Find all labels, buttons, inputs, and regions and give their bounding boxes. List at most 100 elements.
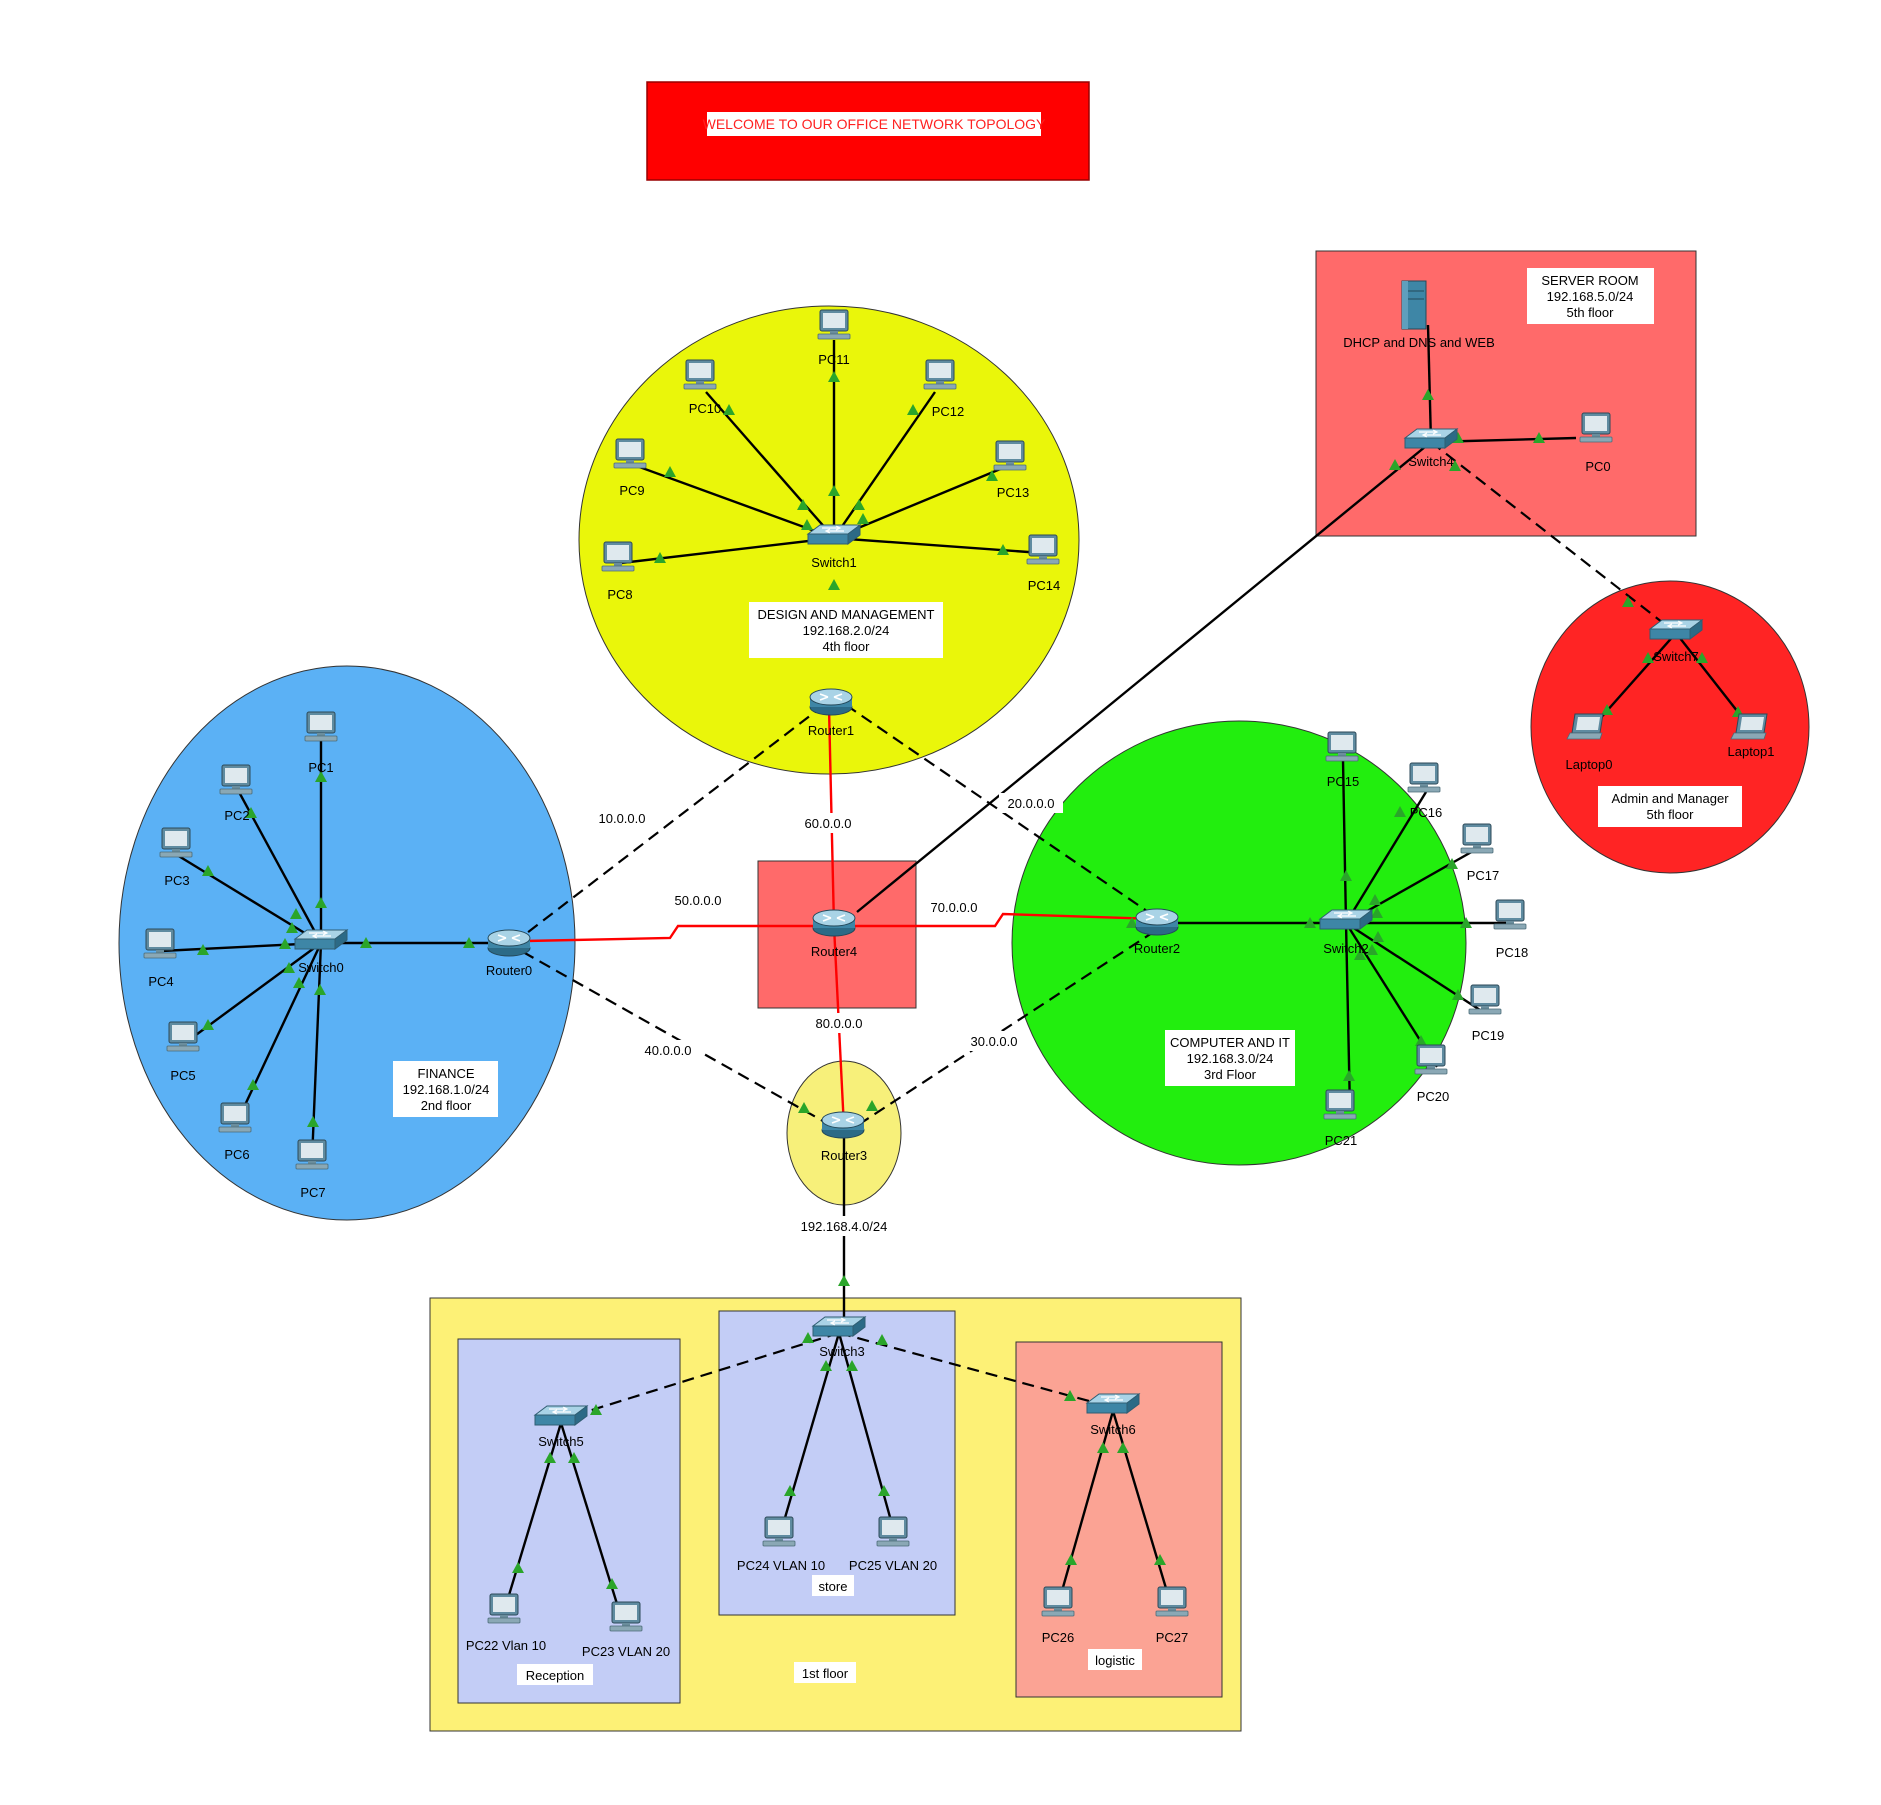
pc-device[interactable] xyxy=(613,438,647,469)
pc-device[interactable] xyxy=(487,1593,521,1624)
it-zone-network: 192.168.3.0/24 xyxy=(1187,1051,1274,1066)
pc-device[interactable] xyxy=(1041,1586,1075,1617)
link-label-r1-r2: 20.0.0.0 xyxy=(1008,796,1055,811)
switch-device[interactable] xyxy=(1404,428,1458,449)
pc-device[interactable] xyxy=(1325,731,1359,762)
device-label-switch0: Switch0 xyxy=(298,960,344,975)
link-label-r0-r3: 40.0.0.0 xyxy=(645,1043,692,1058)
device-label-server: DHCP and DNS and WEB xyxy=(1343,335,1495,350)
switch-device[interactable] xyxy=(534,1405,588,1426)
design-zone-label: DESIGN AND MANAGEMENT 192.168.2.0/24 4th… xyxy=(749,602,943,658)
switch-device[interactable] xyxy=(1649,619,1703,640)
pc-device[interactable] xyxy=(295,1139,329,1170)
link-label-r2-r3: 30.0.0.0 xyxy=(971,1034,1018,1049)
device-label-router0: Router0 xyxy=(486,963,532,978)
server-room-network: 192.168.5.0/24 xyxy=(1547,289,1634,304)
pc-device[interactable] xyxy=(609,1601,643,1632)
it-zone-label: COMPUTER AND IT 192.168.3.0/24 3rd Floor xyxy=(1165,1030,1295,1086)
pc-device[interactable] xyxy=(143,928,177,959)
link-label-r0-r1: 10.0.0.0 xyxy=(599,811,646,826)
device-label-switch7: Switch7 xyxy=(1653,649,1699,664)
device-label-pc2: PC2 xyxy=(224,808,249,823)
device-label-pc19: PC19 xyxy=(1472,1028,1505,1043)
admin-zone-label: Admin and Manager 5th floor xyxy=(1598,786,1742,827)
pc-device[interactable] xyxy=(1026,534,1060,565)
server-device[interactable] xyxy=(1401,280,1427,330)
server-room-name: SERVER ROOM xyxy=(1541,273,1638,288)
store-zone xyxy=(718,1310,956,1616)
device-label-pc21: PC21 xyxy=(1325,1133,1358,1148)
server-room-label: SERVER ROOM 192.168.5.0/24 5th floor xyxy=(1527,268,1654,324)
pc-device[interactable] xyxy=(1323,1089,1357,1120)
design-zone-name: DESIGN AND MANAGEMENT xyxy=(758,607,935,622)
device-label-pc5: PC5 xyxy=(170,1068,195,1083)
device-label-pc7: PC7 xyxy=(300,1185,325,1200)
device-label-switch6: Switch6 xyxy=(1090,1422,1136,1437)
device-label-router3: Router3 xyxy=(821,1148,867,1163)
device-label-pc25: PC25 VLAN 20 xyxy=(849,1558,937,1573)
router-device[interactable] xyxy=(809,688,853,716)
pc-device[interactable] xyxy=(304,711,338,742)
link-label-r4-r3: 80.0.0.0 xyxy=(816,1016,863,1031)
switch-device[interactable] xyxy=(294,929,348,950)
switch-device[interactable] xyxy=(807,524,861,545)
pc-device[interactable] xyxy=(762,1516,796,1547)
device-label-pc15: PC15 xyxy=(1327,774,1360,789)
device-label-pc16: PC16 xyxy=(1410,805,1443,820)
router-device[interactable] xyxy=(812,909,856,937)
device-label-pc10: PC10 xyxy=(689,401,722,416)
design-zone-floor: 4th floor xyxy=(823,639,871,654)
device-label-router1: Router1 xyxy=(808,723,854,738)
link-label-r1-r4: 60.0.0.0 xyxy=(805,816,852,831)
finance-zone-label: FINANCE 192.168.1.0/24 2nd floor xyxy=(393,1061,498,1117)
pc-device[interactable] xyxy=(1460,823,1494,854)
device-label-pc6: PC6 xyxy=(224,1147,249,1162)
pc-device[interactable] xyxy=(683,359,717,390)
switch-device[interactable] xyxy=(1086,1393,1140,1414)
admin-zone-floor: 5th floor xyxy=(1647,807,1695,822)
link-label-first-floor-network: 192.168.4.0/24 xyxy=(801,1219,888,1234)
it-zone xyxy=(1011,720,1467,1166)
device-label-router2: Router2 xyxy=(1134,941,1180,956)
device-label-switch4: Switch4 xyxy=(1408,454,1454,469)
logistic-label: logistic xyxy=(1095,1653,1135,1668)
device-label-pc18: PC18 xyxy=(1496,945,1529,960)
switch-device[interactable] xyxy=(812,1316,866,1337)
pc-device[interactable] xyxy=(1468,984,1502,1015)
first-floor-label: 1st floor xyxy=(802,1666,849,1681)
router-device[interactable] xyxy=(821,1111,865,1139)
design-zone-network: 192.168.2.0/24 xyxy=(803,623,890,638)
pc-device[interactable] xyxy=(1414,1044,1448,1075)
pc-device[interactable] xyxy=(876,1516,910,1547)
router-device[interactable] xyxy=(1135,908,1179,936)
admin-zone-name: Admin and Manager xyxy=(1611,791,1729,806)
device-label-pc0: PC0 xyxy=(1585,459,1610,474)
pc-device[interactable] xyxy=(1493,899,1527,930)
device-label-switch5: Switch5 xyxy=(538,1434,584,1449)
pc-device[interactable] xyxy=(1579,412,1613,443)
pc-device[interactable] xyxy=(1407,762,1441,793)
device-label-pc9: PC9 xyxy=(619,483,644,498)
pc-device[interactable] xyxy=(219,764,253,795)
device-label-pc17: PC17 xyxy=(1467,868,1500,883)
pc-device[interactable] xyxy=(601,541,635,572)
pc-device[interactable] xyxy=(218,1102,252,1133)
device-label-pc1: PC1 xyxy=(308,760,333,775)
pc-device[interactable] xyxy=(159,827,193,858)
it-zone-name: COMPUTER AND IT xyxy=(1170,1035,1290,1050)
device-label-pc22: PC22 Vlan 10 xyxy=(466,1638,546,1653)
title-label-background xyxy=(707,112,1041,136)
pc-device[interactable] xyxy=(923,359,957,390)
pc-device[interactable] xyxy=(166,1021,200,1052)
link-label-r4-r2: 70.0.0.0 xyxy=(931,900,978,915)
device-label-pc11: PC11 xyxy=(818,352,850,367)
pc-device[interactable] xyxy=(1155,1586,1189,1617)
pc-device[interactable] xyxy=(993,440,1027,471)
switch-device[interactable] xyxy=(1319,909,1373,930)
pc-device[interactable] xyxy=(817,309,851,340)
device-label-pc8: PC8 xyxy=(607,587,632,602)
server-room-floor: 5th floor xyxy=(1567,305,1615,320)
device-label-pc4: PC4 xyxy=(148,974,173,989)
router-device[interactable] xyxy=(487,929,531,957)
